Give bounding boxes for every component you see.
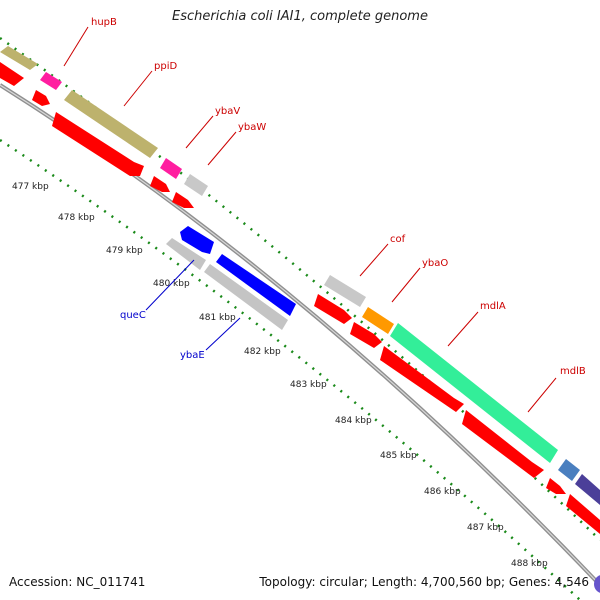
cds-3 xyxy=(52,112,144,176)
cds-5 xyxy=(172,192,194,208)
feature-mdlB xyxy=(575,474,600,505)
gene-label-ybaW: ybaW xyxy=(238,122,266,133)
tick-labels: 477 kbp 478 kbp 479 kbp 480 kbp 481 kbp … xyxy=(12,182,548,569)
tick-label: 488 kbp xyxy=(511,559,548,569)
tick-label: 484 kbp xyxy=(335,416,372,426)
cds-6 xyxy=(314,294,352,324)
feature-cof xyxy=(324,275,366,307)
gene-label-ppiD: ppiD xyxy=(154,61,177,72)
gene-label-mdlA: mdlA xyxy=(480,301,506,312)
gene-label-mdlB: mdlB xyxy=(560,366,586,377)
feature-ybaV xyxy=(160,158,182,179)
tick-label: 478 kbp xyxy=(58,213,95,223)
feature-queC xyxy=(180,226,214,254)
feature-queC-grey xyxy=(166,238,206,270)
tick-label: 482 kbp xyxy=(244,347,281,357)
tick-label: 485 kbp xyxy=(380,451,417,461)
gene-label-queC: queC xyxy=(120,310,146,321)
genome-backbone xyxy=(0,83,600,587)
tick-label: 487 kbp xyxy=(467,523,504,533)
genome-summary: Topology: circular; Length: 4,700,560 bp… xyxy=(259,575,589,589)
cds-10 xyxy=(546,478,566,494)
feature-mdlA xyxy=(390,323,558,463)
feature-ybaW xyxy=(184,174,208,196)
feature-mdlB-start xyxy=(558,459,580,481)
feature-ybaO xyxy=(362,307,394,334)
tick-label: 477 kbp xyxy=(12,182,49,192)
feature-ybaE-grey xyxy=(204,264,288,330)
gene-label-ybaO: ybaO xyxy=(422,258,448,269)
reverse-gene-labels: queC ybaE xyxy=(120,310,205,361)
tick-label: 483 kbp xyxy=(290,380,327,390)
gene-label-ybaV: ybaV xyxy=(215,106,240,117)
gene-label-cof: cof xyxy=(390,234,406,245)
accession-text: Accession: NC_011741 xyxy=(9,575,146,589)
outer-tick-guide xyxy=(0,36,600,541)
forward-cds xyxy=(0,62,600,534)
cds-11 xyxy=(566,494,600,534)
gene-label-hupB: hupB xyxy=(91,17,117,28)
map-title: Escherichia coli IAI1, complete genome xyxy=(172,9,428,24)
reverse-features xyxy=(166,226,296,330)
feature-ppiD-cds xyxy=(40,72,62,90)
gene-label-ybaE: ybaE xyxy=(180,350,205,361)
tick-label: 481 kbp xyxy=(199,313,236,323)
feature-hupB xyxy=(0,46,38,70)
cds-2 xyxy=(32,90,50,106)
feature-ppiD xyxy=(64,90,158,158)
genome-backbone-highlight xyxy=(0,84,600,586)
feature-edge-marker xyxy=(594,575,600,593)
tick-label: 486 kbp xyxy=(424,487,461,497)
tick-label: 479 kbp xyxy=(106,246,143,256)
forward-features xyxy=(0,46,600,505)
forward-gene-labels: hupB ppiD ybaV ybaW cof ybaO mdlA mdlB xyxy=(91,17,586,377)
cds-9 xyxy=(462,410,544,478)
feature-ybaE xyxy=(216,254,296,316)
forward-label-leaders xyxy=(63,26,557,413)
cds-7 xyxy=(350,322,382,348)
cds-4 xyxy=(150,176,170,192)
inner-tick-guide xyxy=(0,138,581,600)
cds-8 xyxy=(380,346,464,412)
cds-1 xyxy=(0,62,24,86)
reverse-label-leaders xyxy=(145,259,241,351)
